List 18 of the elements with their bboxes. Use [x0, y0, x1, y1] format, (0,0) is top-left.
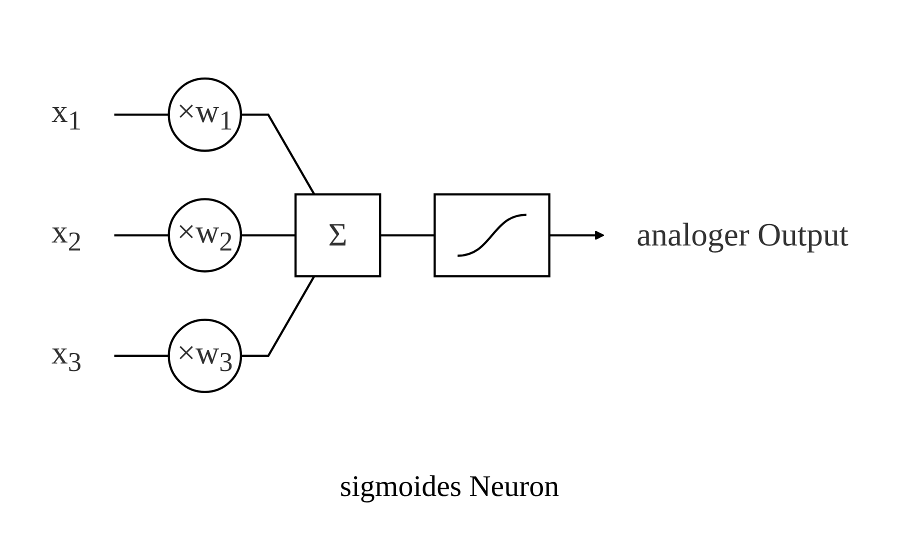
node-box	[433, 192, 550, 278]
connector	[380, 234, 434, 236]
connector	[114, 354, 168, 357]
node-text: x$_{2}$	[50, 214, 82, 257]
node-circle: ×w$_{3}$	[167, 318, 242, 393]
node-box: Σ	[294, 192, 381, 278]
arrow	[548, 230, 604, 240]
node-text: x$_{3}$	[50, 334, 82, 378]
node-circle: ×w$_{1}$	[167, 77, 242, 152]
node-text: analoger Output	[636, 216, 848, 254]
connector	[114, 113, 168, 116]
connector	[240, 113, 315, 195]
connector	[240, 275, 315, 357]
connector	[114, 234, 168, 236]
caption-text: sigmoides Neuron	[340, 470, 560, 503]
node-text: x$_{1}$	[50, 93, 82, 136]
connector	[240, 234, 296, 236]
node-circle: ×w$_{2}$	[167, 198, 242, 272]
